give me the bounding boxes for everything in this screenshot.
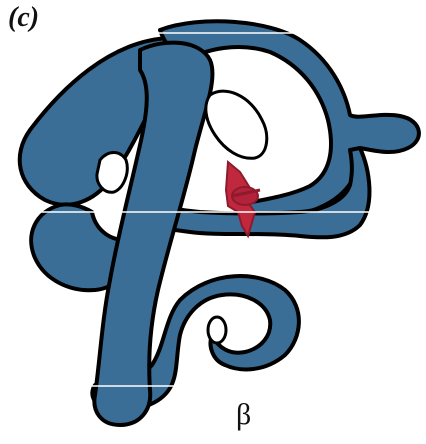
ribbon-window-left xyxy=(97,153,127,193)
ribbon-window-upper xyxy=(206,91,267,158)
panel-label: (c) xyxy=(8,2,39,34)
chain-label: β xyxy=(236,398,251,432)
ribbon-hole xyxy=(208,317,226,343)
